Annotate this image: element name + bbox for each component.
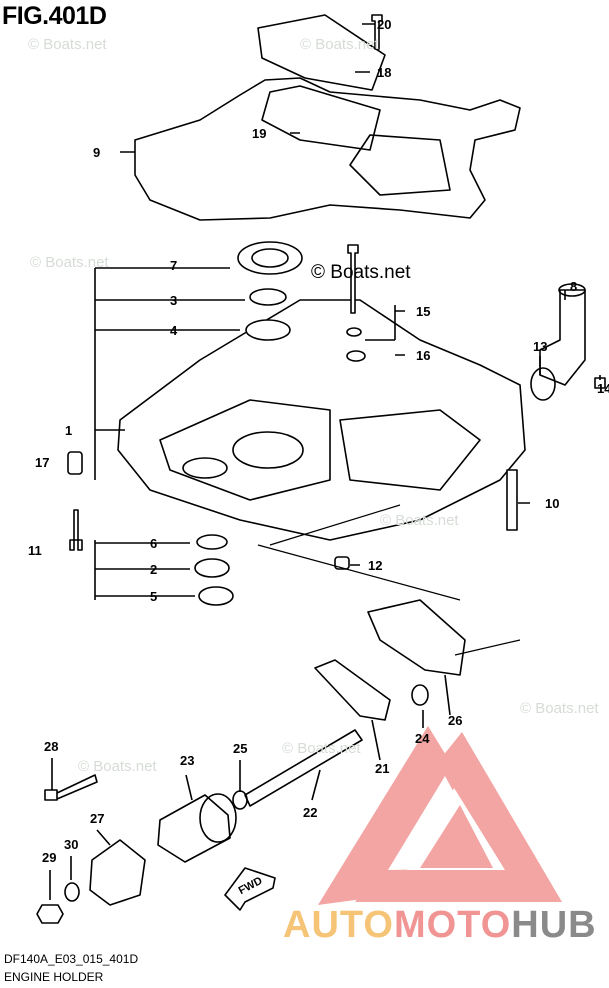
- watermark: © Boats.net: [30, 254, 109, 271]
- part-callout[interactable]: 9: [93, 145, 100, 160]
- fwd-arrow-icon: [224, 867, 276, 911]
- brand-part-moto: MOTO: [393, 904, 512, 946]
- engine-holder-body: [117, 299, 526, 541]
- gasket-outline: [134, 77, 521, 221]
- part-callout[interactable]: 5: [150, 589, 157, 604]
- part-callout[interactable]: 8: [570, 279, 577, 294]
- watermark-main: © Boats.net: [311, 262, 411, 283]
- part-callout[interactable]: 27: [90, 811, 104, 826]
- part-callout[interactable]: 12: [368, 558, 382, 573]
- part-callout[interactable]: 25: [233, 741, 247, 756]
- brand-part-auto: AUTO: [283, 904, 394, 946]
- part-callout[interactable]: 4: [170, 323, 178, 338]
- part-callout[interactable]: 24: [415, 731, 430, 746]
- part-callout[interactable]: 16: [416, 348, 430, 363]
- part-callout[interactable]: 29: [42, 850, 56, 865]
- part-callout[interactable]: 21: [375, 761, 389, 776]
- part-callout[interactable]: 18: [377, 65, 391, 80]
- automotohub-logo: [318, 726, 562, 905]
- part-callout[interactable]: 22: [303, 805, 317, 820]
- figure-title: FIG.401D: [2, 2, 107, 30]
- part-callout[interactable]: 26: [448, 713, 462, 728]
- cover-plate: [257, 14, 386, 91]
- brand-part-hub: HUB: [511, 904, 597, 946]
- part-callout[interactable]: 10: [545, 496, 559, 511]
- bolt-20: [371, 14, 383, 50]
- part-callout[interactable]: 3: [170, 293, 177, 308]
- part-callout[interactable]: 6: [150, 536, 157, 551]
- watermark: © Boats.net: [78, 758, 157, 775]
- watermark: © Boats.net: [520, 700, 599, 717]
- figure-code: DF140A_E03_015_401D: [4, 952, 139, 966]
- part-callout[interactable]: 1: [65, 423, 72, 438]
- gasket-inner-2: [349, 134, 451, 196]
- part-callout[interactable]: 20: [377, 17, 391, 32]
- watermark: © Boats.net: [28, 36, 107, 53]
- part-callout[interactable]: 17: [35, 455, 49, 470]
- part-callout[interactable]: 30: [64, 837, 78, 852]
- part-callout[interactable]: 23: [180, 753, 194, 768]
- watermark: © Boats.net: [300, 36, 379, 53]
- figure-name: ENGINE HOLDER: [4, 970, 104, 984]
- watermark: © Boats.net: [380, 512, 459, 529]
- part-callout[interactable]: 7: [170, 258, 177, 273]
- gasket-inner: [261, 85, 381, 151]
- part-callout[interactable]: 19: [252, 126, 266, 141]
- brand-wordmark: AUTOMOTOHUB: [283, 905, 597, 945]
- part-callout[interactable]: 2: [150, 562, 157, 577]
- part-callout[interactable]: 28: [44, 739, 58, 754]
- part-callout[interactable]: 13: [533, 339, 547, 354]
- water-fitting: [539, 289, 586, 386]
- part-callout[interactable]: 14: [597, 381, 609, 396]
- part-callout[interactable]: 15: [416, 304, 430, 319]
- part-callout[interactable]: 11: [28, 543, 42, 558]
- watermark: © Boats.net: [282, 740, 361, 757]
